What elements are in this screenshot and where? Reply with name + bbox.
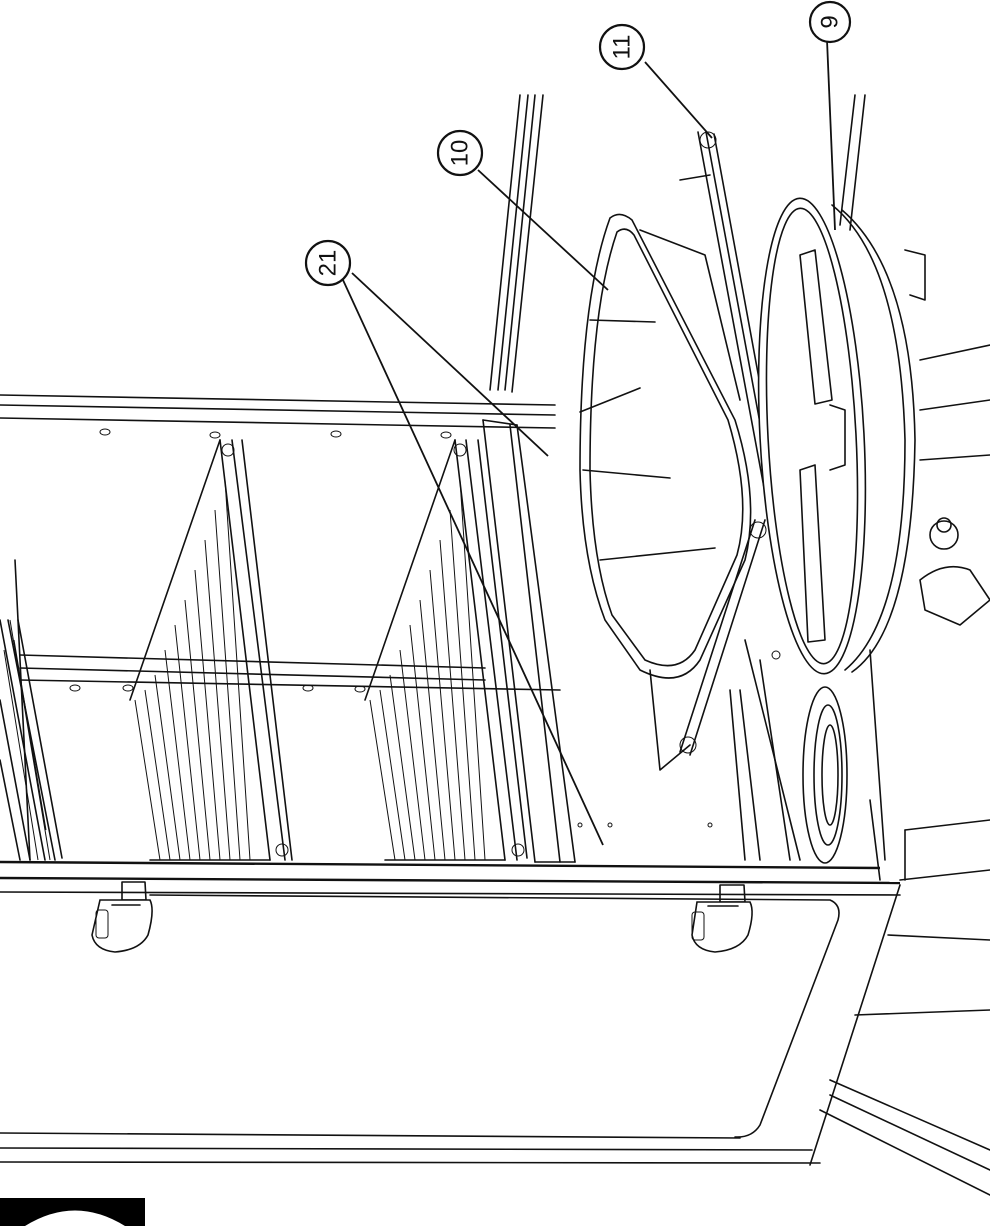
- wire-rack-right: [364, 439, 528, 861]
- callout-10: 10: [436, 129, 484, 177]
- page-corner-tab-cutout: [25, 1210, 125, 1226]
- door-frame: [489, 94, 866, 393]
- callout-10-label: 10: [447, 140, 474, 167]
- callout-9: 9: [808, 0, 852, 44]
- drain-unit: [729, 639, 886, 864]
- caster-left: [91, 881, 153, 953]
- leader-lines: [342, 39, 836, 846]
- wire-rack-left: [0, 619, 63, 861]
- wire-rack-middle: [129, 439, 293, 861]
- callout-11: 11: [598, 23, 646, 71]
- callout-9-label: 9: [817, 15, 844, 28]
- round-lid: [757, 197, 990, 675]
- caster-right: [691, 884, 753, 953]
- cabinet-frame: [0, 394, 990, 1196]
- mounting-holes: [69, 428, 713, 828]
- callout-21-label: 21: [315, 250, 342, 277]
- callout-21: 21: [304, 239, 352, 287]
- basin-tray: [579, 213, 752, 771]
- callout-11-label: 11: [609, 35, 636, 60]
